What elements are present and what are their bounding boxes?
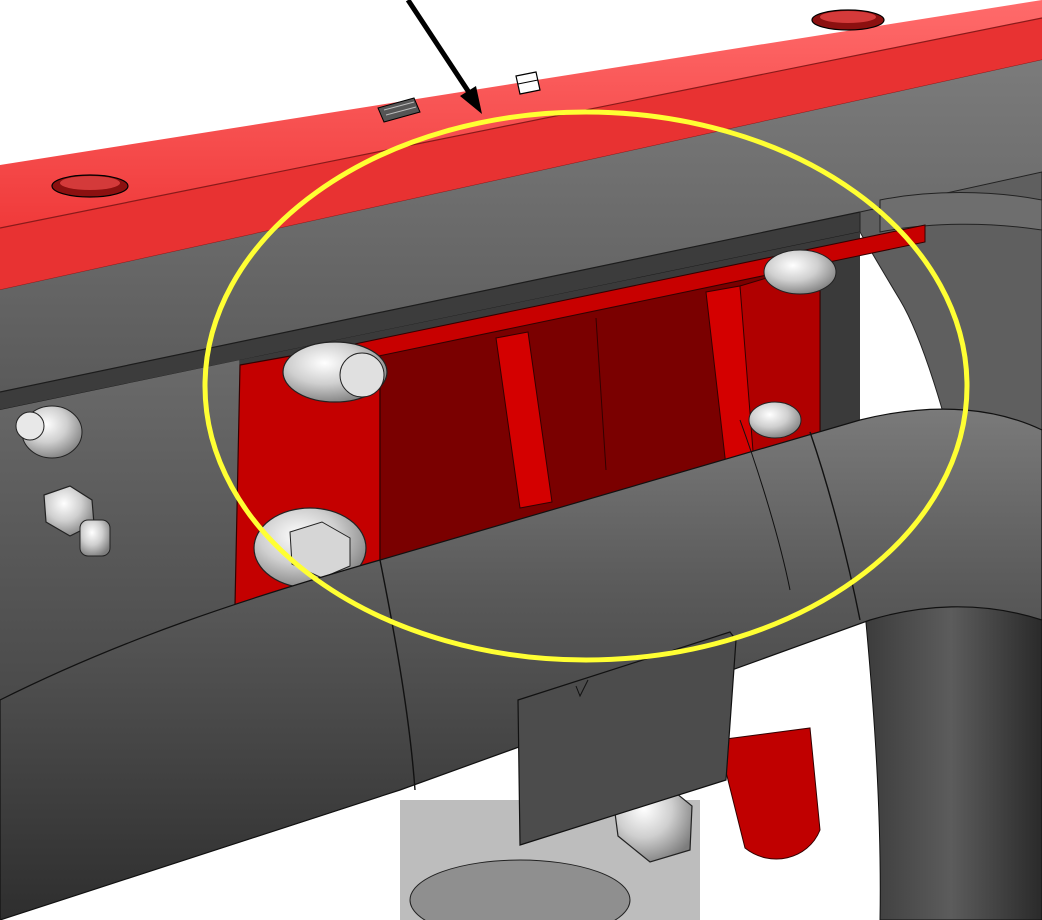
small-slot [515, 71, 541, 95]
crossmember-top [0, 60, 1042, 392]
pointer-arrow-icon [405, 0, 482, 114]
bolt-icon [15, 405, 83, 459]
bolt-icon [253, 507, 367, 589]
tube-clamp [517, 631, 737, 846]
bolt-icon [43, 485, 111, 557]
small-slot [377, 97, 421, 123]
highlight-ellipse-icon [202, 109, 970, 663]
frame-rail-face [0, 18, 1042, 290]
slot-hole-icon [51, 174, 129, 198]
bolt-icon [282, 341, 388, 403]
bolt-icon [748, 401, 802, 439]
bolt-icon [763, 249, 837, 295]
slot-hole-icon [811, 9, 885, 31]
crossmember-edge [0, 212, 860, 410]
tube-main [0, 408, 1042, 920]
